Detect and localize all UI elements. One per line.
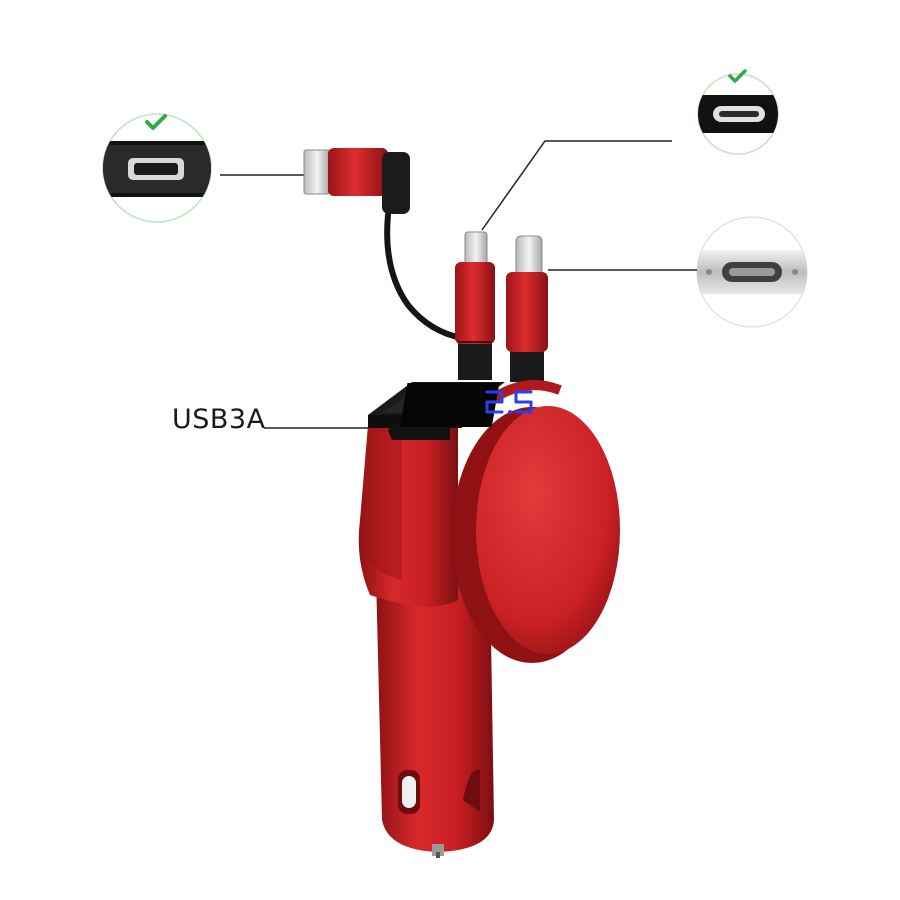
led-digit-2 [514,390,533,414]
ground-spring-right [463,769,480,812]
lightning-plug-body [506,272,548,352]
adapter-metal-tip [303,149,331,195]
led-display [399,383,500,427]
led-decimal-point [508,410,512,414]
micro-usb-adapter [303,148,410,214]
cable-reel [476,406,620,654]
adapter-cable [384,212,465,341]
lightning-plug-metal [515,235,543,277]
led-digit-1 [485,390,504,414]
usb-c-plug [455,231,495,344]
usb-c-plug-metal [464,231,488,267]
adapter-red-shell [328,148,388,196]
lightning-plug [506,235,548,352]
check-icon [145,114,167,130]
usb-c-port-callout [481,69,779,231]
usb-c-plug-body [455,262,495,344]
led-digits [485,390,533,414]
lighter-plug-tip [432,844,444,856]
adapter-black-cap [382,152,410,214]
lightning-port-callout [548,216,808,328]
usb3a-label: USB3A [172,404,266,435]
charger-body [358,380,620,858]
callout-line-usb-c [481,140,672,231]
check-icon [728,69,747,83]
micro-usb-port-callout [102,113,310,223]
